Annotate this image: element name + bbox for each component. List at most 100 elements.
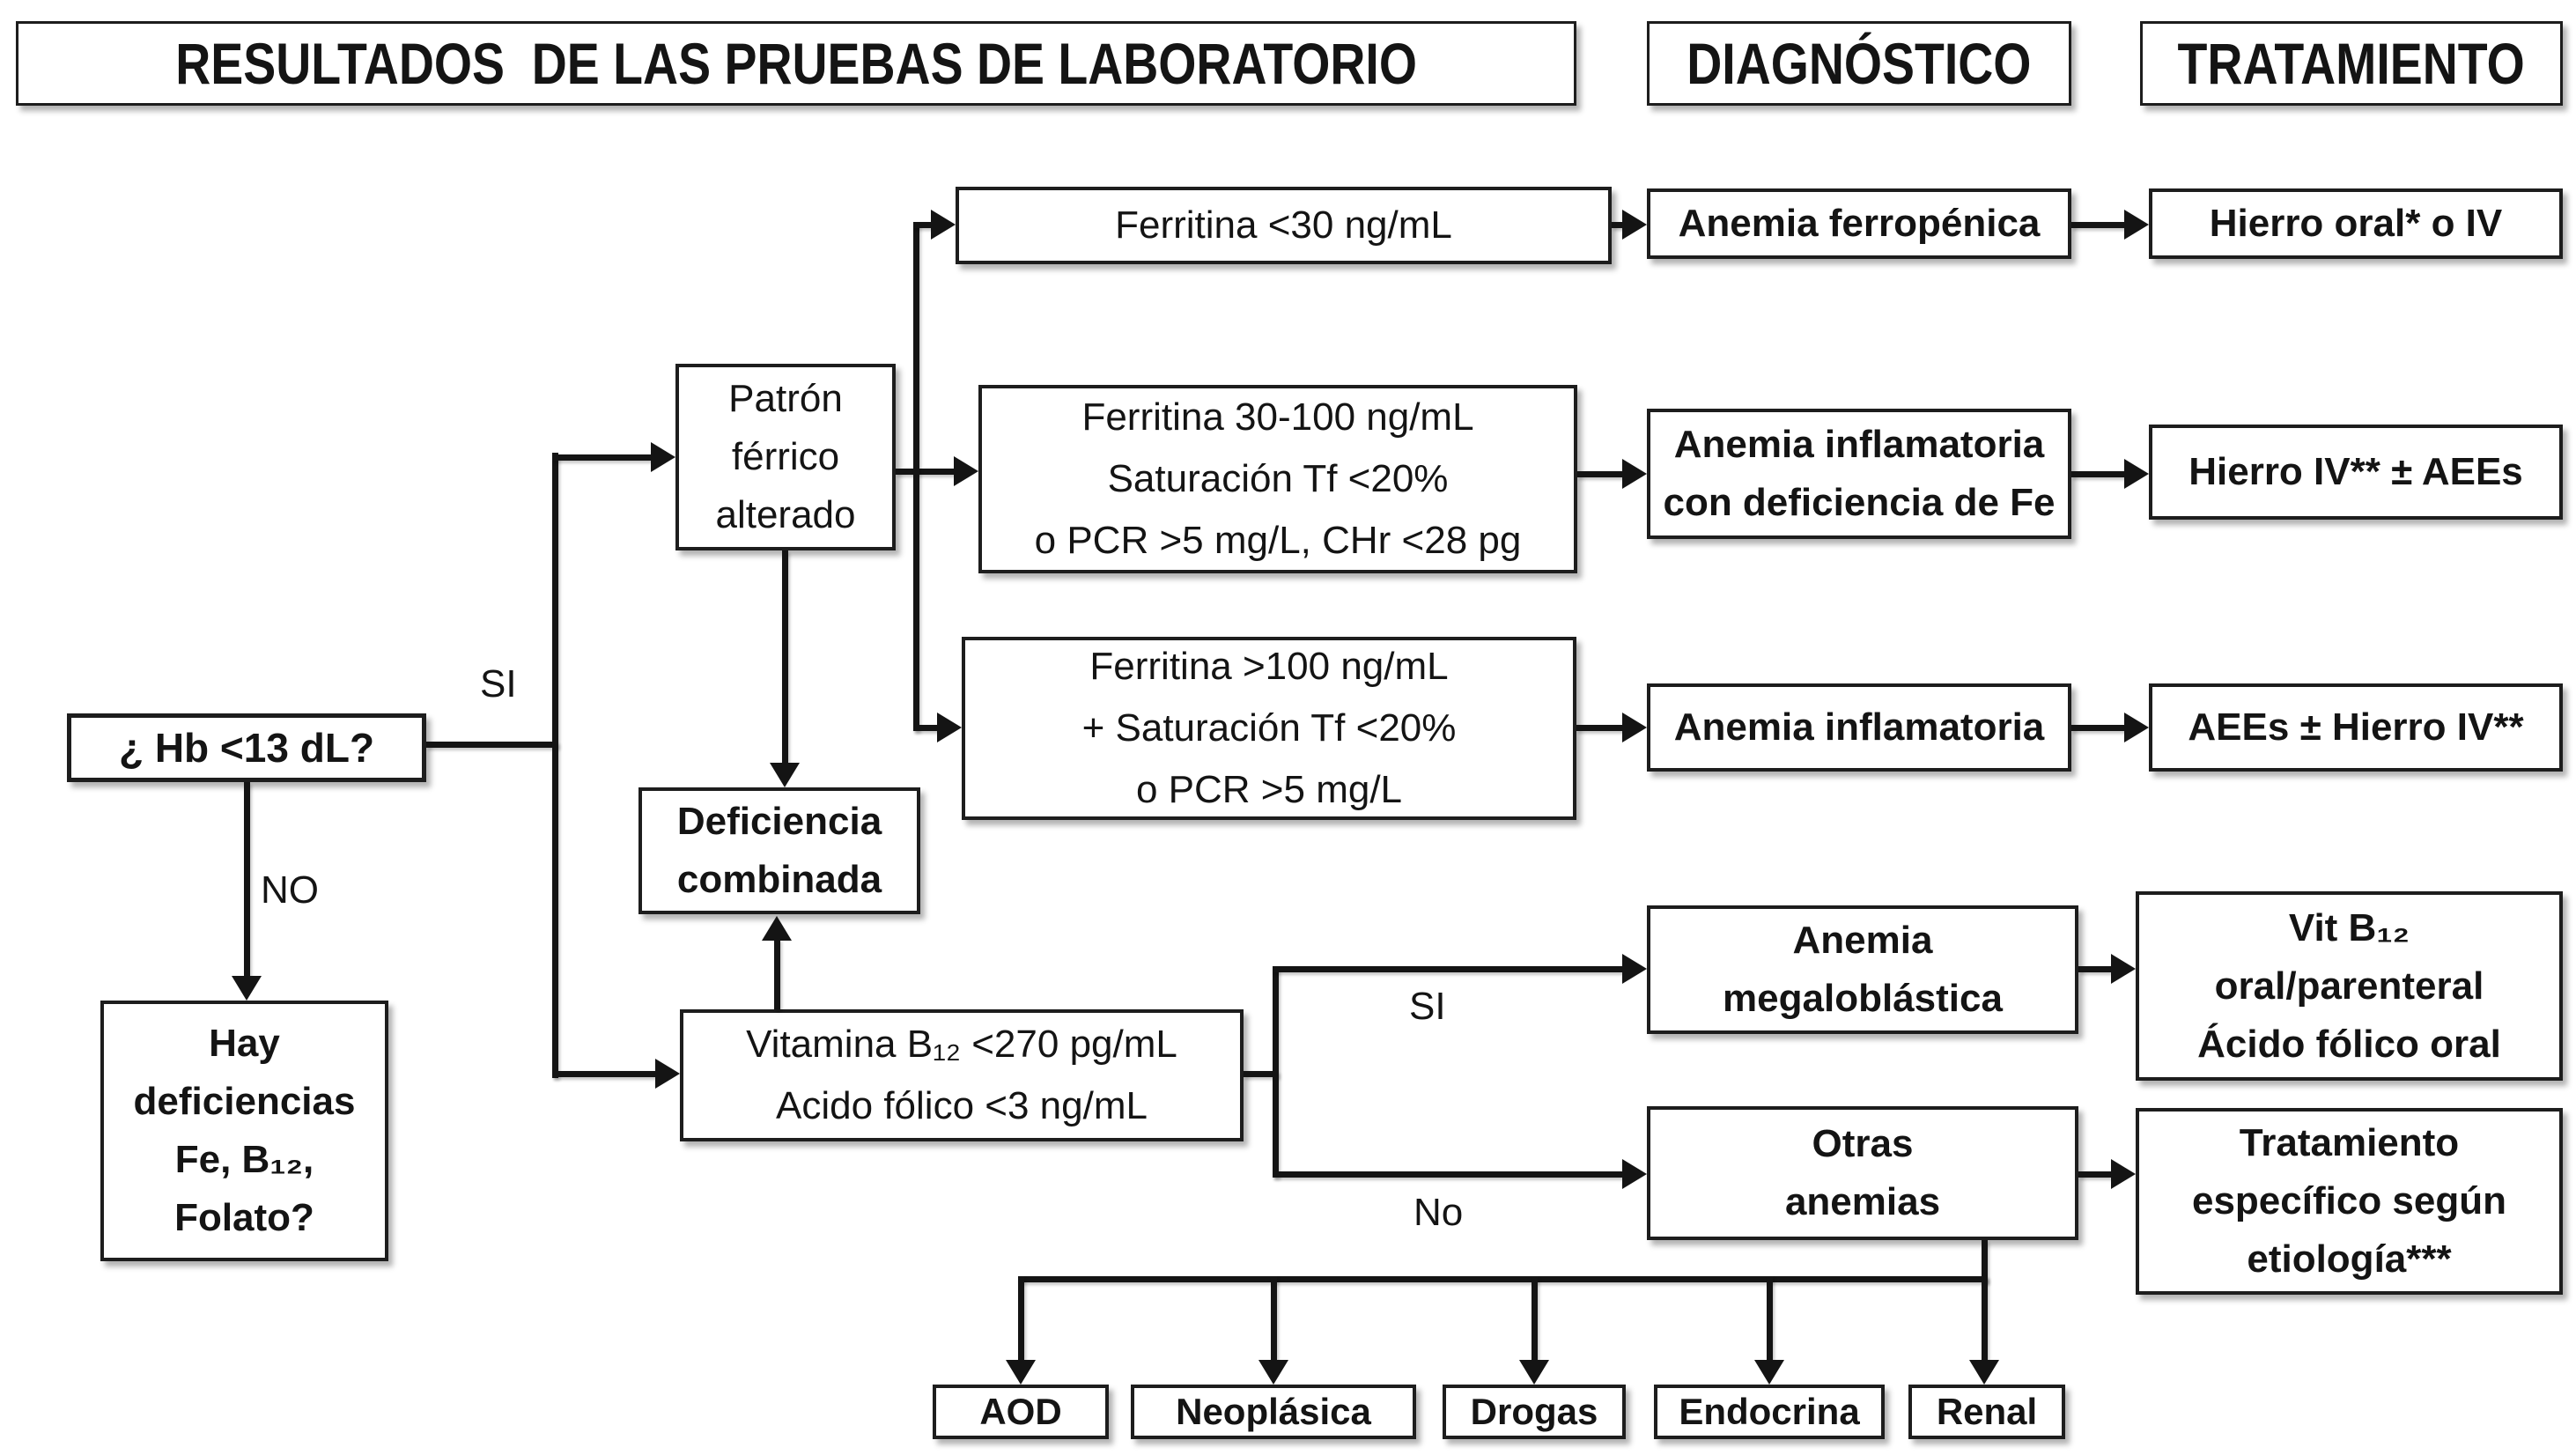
connector-no-to-otras bbox=[1273, 1171, 1622, 1178]
etiology-neoplasica-label: Neoplásica bbox=[1176, 1391, 1371, 1432]
connector-row2-dx-to-tx bbox=[2071, 471, 2126, 477]
arrowhead-into-lab-row3 bbox=[937, 713, 962, 742]
lab-row3-line-3: o PCR >5 mg/L bbox=[1135, 768, 1403, 811]
vitb12-treatment-line-1: Vit B₁₂ bbox=[2288, 905, 2410, 949]
treatment-row3-box: AEEs ± Hierro IV** bbox=[2149, 683, 2563, 772]
arrowhead-into-tx-row3 bbox=[2124, 713, 2149, 742]
label-si-mid: SI bbox=[1409, 985, 1446, 1028]
lab-row3-line-1: Ferritina >100 ng/mL bbox=[1089, 645, 1449, 688]
connector-right-trunk bbox=[913, 222, 919, 731]
header-treatment: TRATAMIENTO bbox=[2140, 21, 2563, 106]
etiology-drogas-label: Drogas bbox=[1470, 1391, 1598, 1432]
diagnosis-row3-label: Anemia inflamatoria bbox=[1673, 705, 2045, 749]
deficiencia-combinada-box: Deficiencia combinada bbox=[638, 787, 920, 914]
diagnosis-row2-box: Anemia inflamatoria con deficiencia de F… bbox=[1647, 409, 2071, 539]
header-treatment-label: TRATAMIENTO bbox=[2177, 31, 2526, 96]
arrowhead-up-into-deficiencia bbox=[762, 916, 792, 941]
lab-row2-line-3: o PCR >5 mg/L, CHr <28 pg bbox=[1034, 519, 1522, 562]
arrowhead-into-vitb12-tx bbox=[2111, 954, 2136, 984]
arrowhead-into-tx-row2 bbox=[2124, 459, 2149, 489]
connector-left-trunk bbox=[552, 453, 558, 1078]
connector-row3-lab-to-dx bbox=[1576, 725, 1624, 731]
label-si-top: SI bbox=[480, 662, 517, 705]
diagnosis-row1-label: Anemia ferropénica bbox=[1678, 202, 2041, 245]
header-diagnosis: DIAGNÓSTICO bbox=[1647, 21, 2071, 106]
etiology-drogas-box: Drogas bbox=[1443, 1385, 1626, 1439]
connector-drop-drogas bbox=[1532, 1276, 1538, 1360]
connector-otras-to-tx bbox=[2078, 1171, 2111, 1178]
arrowhead-into-endocrina bbox=[1754, 1360, 1784, 1385]
diagnosis-row1-box: Anemia ferropénica bbox=[1647, 188, 2071, 259]
connector-vitamina-to-split bbox=[1244, 1071, 1279, 1077]
etiology-endocrina-label: Endocrina bbox=[1679, 1391, 1860, 1432]
arrowhead-into-renal bbox=[1969, 1360, 1999, 1385]
patron-line-2: férrico bbox=[731, 435, 840, 478]
vitamina-b12-box: Vitamina B₁₂ <270 pg/mL Acido fólico <3 … bbox=[680, 1009, 1244, 1141]
connector-hb-si-horizontal bbox=[426, 742, 558, 748]
etiology-aod-label: AOD bbox=[979, 1391, 1062, 1432]
connector-megaloblastica-to-tx bbox=[2078, 966, 2111, 972]
etiology-aod-box: AOD bbox=[933, 1385, 1109, 1439]
arrowhead-into-neoplasica bbox=[1258, 1360, 1288, 1385]
arrowhead-into-deficiencia bbox=[770, 763, 800, 787]
connector-trunk-to-vitamina bbox=[552, 1071, 655, 1077]
arrowhead-into-aod bbox=[1006, 1360, 1036, 1385]
label-no-mid: No bbox=[1413, 1191, 1464, 1234]
connector-patron-to-deficiencia bbox=[782, 550, 788, 763]
anemia-megaloblastica-box: Anemia megaloblástica bbox=[1647, 905, 2078, 1034]
hay-deficiencias-box: Hay deficiencias Fe, B₁₂, Folato? bbox=[100, 1001, 388, 1261]
connector-trunk-to-row3 bbox=[913, 725, 937, 731]
lab-row3-box: Ferritina >100 ng/mL + Saturación Tf <20… bbox=[962, 637, 1576, 820]
connector-drop-neoplasica bbox=[1271, 1276, 1277, 1360]
arrowhead-into-hay bbox=[232, 976, 262, 1001]
lab-row1-label: Ferritina <30 ng/mL bbox=[1115, 203, 1452, 247]
vitb12-treatment-line-2: oral/parenteral bbox=[2214, 964, 2484, 1008]
etiology-renal-box: Renal bbox=[1908, 1385, 2065, 1439]
label-no-top: NO bbox=[261, 868, 319, 912]
arrowhead-into-lab-row1 bbox=[931, 210, 956, 240]
patron-line-3: alterado bbox=[715, 493, 856, 536]
diagnosis-row2-line-2: con deficiencia de Fe bbox=[1663, 481, 2056, 524]
etiology-endocrina-box: Endocrina bbox=[1654, 1385, 1885, 1439]
arrowhead-into-tx-row1 bbox=[2124, 210, 2149, 240]
hay-line-2: deficiencias bbox=[133, 1080, 356, 1123]
arrowhead-into-patron bbox=[651, 442, 675, 472]
treatment-row1-label: Hierro oral* o IV bbox=[2209, 202, 2503, 245]
connector-trunk-to-patron bbox=[552, 454, 651, 461]
treatment-row2-label: Hierro IV** ± AEEs bbox=[2188, 450, 2523, 493]
tratamiento-especifico-box: Tratamiento específico según etiología**… bbox=[2136, 1108, 2563, 1295]
connector-drop-endocrina bbox=[1767, 1276, 1773, 1360]
connector-row3-dx-to-tx bbox=[2071, 725, 2126, 731]
header-diagnosis-label: DIAGNÓSTICO bbox=[1687, 31, 2032, 96]
treatment-row2-box: Hierro IV** ± AEEs bbox=[2149, 425, 2563, 520]
arrowhead-into-dx-row3 bbox=[1622, 713, 1647, 742]
hb-question-label: ¿ Hb <13 dL? bbox=[118, 725, 375, 771]
arrowhead-into-drogas bbox=[1519, 1360, 1549, 1385]
megaloblastica-line-2: megaloblástica bbox=[1723, 977, 2003, 1020]
connector-si-to-megaloblastica bbox=[1273, 966, 1622, 972]
connector-drop-renal bbox=[1982, 1276, 1988, 1360]
vitb12-treatment-box: Vit B₁₂ oral/parenteral Ácido fólico ora… bbox=[2136, 891, 2563, 1081]
header-lab-results: RESULTADOS DE LAS PRUEBAS DE LABORATORIO bbox=[16, 21, 1576, 106]
otras-anemias-line-2: anemias bbox=[1784, 1180, 1941, 1223]
tratamiento-especifico-line-2: específico según bbox=[2191, 1179, 2506, 1222]
etiology-neoplasica-box: Neoplásica bbox=[1131, 1385, 1416, 1439]
deficiencia-line-1: Deficiencia bbox=[676, 800, 882, 843]
deficiencia-line-2: combinada bbox=[676, 858, 882, 901]
hay-line-3: Fe, B₁₂, bbox=[174, 1138, 314, 1181]
connector-row1-lab-to-dx bbox=[1612, 222, 1624, 228]
lab-row1-box: Ferritina <30 ng/mL bbox=[956, 187, 1612, 264]
diagnosis-row2-line-1: Anemia inflamatoria bbox=[1673, 423, 2045, 466]
lab-row2-line-1: Ferritina 30-100 ng/mL bbox=[1081, 395, 1474, 439]
lab-row2-line-2: Saturación Tf <20% bbox=[1107, 457, 1449, 500]
vitamina-line-1: Vitamina B₁₂ <270 pg/mL bbox=[746, 1023, 1177, 1066]
arrowhead-into-megaloblastica bbox=[1622, 954, 1647, 984]
treatment-row3-label: AEEs ± Hierro IV** bbox=[2188, 705, 2524, 749]
diagnosis-row3-box: Anemia inflamatoria bbox=[1647, 683, 2071, 772]
connector-vitamina-to-deficiencia bbox=[774, 939, 780, 1009]
hay-line-1: Hay bbox=[209, 1022, 280, 1065]
patron-ferrico-box: Patrón férrico alterado bbox=[675, 364, 896, 550]
vitb12-treatment-line-3: Ácido fólico oral bbox=[2197, 1022, 2501, 1066]
lab-row3-line-2: + Saturación Tf <20% bbox=[1081, 706, 1457, 750]
